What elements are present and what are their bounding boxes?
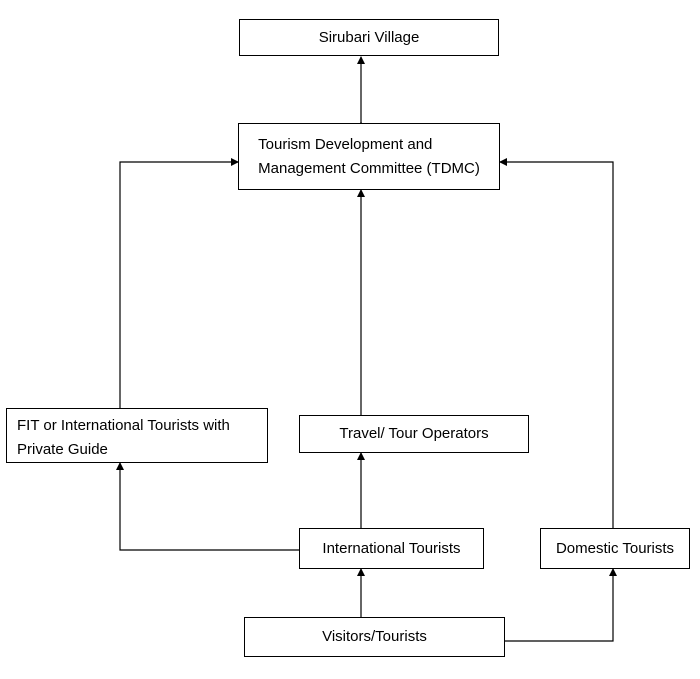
node-label: Tourism Development and Management Commi…: [258, 135, 480, 177]
node-label: FIT or International Tourists with Priva…: [17, 417, 230, 458]
node-label: Travel/ Tour Operators: [339, 425, 489, 442]
node-visitors-tourists: Visitors/Tourists: [244, 617, 505, 657]
node-international-tourists: International Tourists: [299, 528, 484, 569]
node-label: Sirubari Village: [318, 28, 420, 46]
edge-intl-fit: [116, 462, 299, 551]
node-travel-tour-operators: Travel/ Tour Operators: [299, 415, 529, 453]
node-label: Visitors/Tourists: [322, 628, 427, 645]
edge-visitors-domestic: [505, 568, 617, 642]
edge-domestic-tdmc: [499, 158, 614, 528]
node-domestic-tourists: Domestic Tourists: [540, 528, 690, 569]
node-fit-international-tourists: FIT or International Tourists with Priva…: [6, 408, 268, 463]
node-label: Domestic Tourists: [555, 539, 675, 557]
node-tdmc: Tourism Development and Management Commi…: [238, 123, 500, 190]
node-sirubari-village: Sirubari Village: [239, 19, 499, 56]
edge-fit-tdmc: [119, 158, 239, 408]
node-label: International Tourists: [322, 539, 461, 557]
